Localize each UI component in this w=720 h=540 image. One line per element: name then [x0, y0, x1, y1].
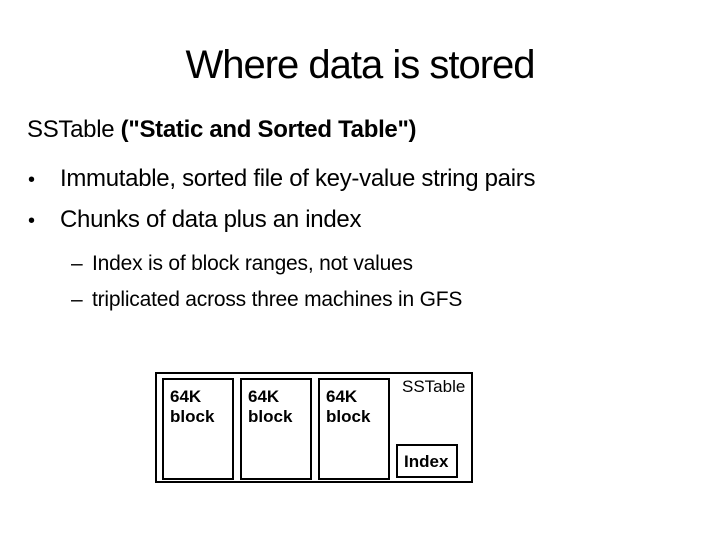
sstable-diagram: 64K block 64K block 64K block SSTable In…: [155, 372, 473, 483]
subbullet-index-ranges: – Index is of block ranges, not values: [71, 251, 413, 276]
bullet-immutable: • Immutable, sorted file of key-value st…: [28, 165, 535, 194]
block-name: block: [326, 407, 371, 427]
bullet-chunks-text: Chunks of data plus an index: [60, 206, 362, 233]
index-box-label: Index: [404, 452, 449, 471]
sstable-header-line: SSTable ("Static and Sorted Table"): [27, 116, 417, 145]
sstable-header-prefix: SSTable: [27, 116, 121, 143]
block-box-3-label: 64K block: [326, 387, 388, 428]
block-size: 64K: [170, 387, 202, 406]
block-box-2: 64K block: [240, 378, 312, 480]
subbullet-triplicated-text: triplicated across three machines in GFS: [92, 288, 463, 311]
block-name: block: [248, 407, 293, 427]
sstable-diagram-label: SSTable: [402, 377, 466, 396]
subbullet-index-ranges-text: Index is of block ranges, not values: [92, 252, 413, 275]
bullet-dot-icon: •: [28, 210, 35, 232]
block-name: block: [170, 407, 215, 427]
block-box-2-label: 64K block: [248, 387, 310, 428]
dash-icon: –: [71, 252, 83, 275]
dash-icon: –: [71, 288, 83, 311]
block-box-1: 64K block: [162, 378, 234, 480]
block-box-3: 64K block: [318, 378, 390, 480]
block-size: 64K: [326, 387, 358, 406]
sstable-header-bold: ("Static and Sorted Table"): [120, 116, 417, 143]
block-box-1-label: 64K block: [170, 387, 232, 428]
bullet-chunks: • Chunks of data plus an index: [28, 206, 361, 235]
slide-title: Where data is stored: [185, 43, 535, 87]
bullet-immutable-text: Immutable, sorted file of key-value stri…: [60, 165, 536, 192]
bullet-dot-icon: •: [28, 169, 35, 191]
block-size: 64K: [248, 387, 280, 406]
index-box: Index: [396, 444, 458, 478]
subbullet-triplicated: – triplicated across three machines in G…: [71, 287, 462, 312]
